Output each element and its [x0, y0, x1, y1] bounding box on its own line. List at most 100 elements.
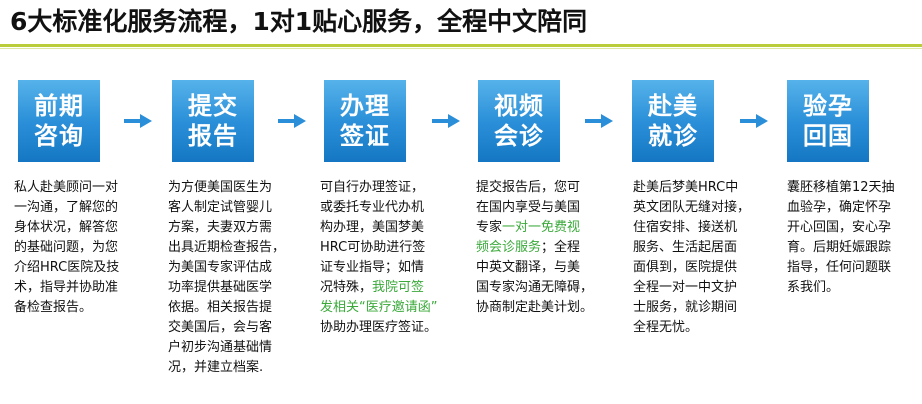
description-line: 一沟通，了解您的 [14, 198, 154, 218]
description-text: 户初步沟通基础情 [168, 340, 273, 355]
description-line: 私人赴美顾问一对 [14, 178, 154, 198]
right-arrow-icon [585, 114, 613, 128]
description-line: 国专家沟通无障碍， [476, 278, 616, 298]
description-text: 证专业指导；如情 [320, 260, 425, 275]
step-6-title-line: 验孕 [803, 92, 853, 120]
description-text: 全程无忧。 [633, 320, 699, 335]
description-text: 育。后期妊娠跟踪 [787, 240, 892, 255]
step-4-description: 提交报告后，您可在国内享受与美国专家一对一免费视频会诊服务；全程中英文翻译，与美… [476, 178, 616, 318]
description-text: 况，并建立档案. [168, 360, 264, 375]
page-title: 6大标准化服务流程，1对1贴心服务，全程中文陪同 [10, 7, 588, 36]
description-line: 介绍HRC医院及技 [14, 258, 154, 278]
description-line: 方案，夫妻双方需 [168, 218, 308, 238]
step-2-title-box: 提交报告 [172, 80, 254, 162]
description-line: 全程无忧。 [633, 318, 773, 338]
description-line: 交美国后，会与客 [168, 318, 308, 338]
description-text: 全程一对一中文护 [633, 280, 738, 295]
description-text: 术，指导并协助准 [14, 280, 119, 295]
description-text: 方案，夫妻双方需 [168, 220, 273, 235]
description-line: 指导，任何问题联 [787, 258, 922, 278]
step-5-title-box: 赴美就诊 [632, 80, 714, 162]
description-line: 英文团队无缝对接， [633, 198, 773, 218]
description-line: 协助办理医疗签证。 [320, 318, 460, 338]
description-line: 况特殊，我院可签 [320, 278, 460, 298]
description-line: 备检查报告。 [14, 298, 154, 318]
description-text: 国专家沟通无障碍， [476, 280, 594, 295]
description-line: 为方便美国医生为 [168, 178, 308, 198]
highlighted-text: 发相关“医疗邀请函” [320, 300, 438, 315]
description-text: 赴美后梦美HRC中 [633, 180, 739, 195]
description-text: 交美国后，会与客 [168, 320, 273, 335]
description-line: 况，并建立档案. [168, 358, 308, 378]
description-line: 协商制定赴美计划。 [476, 298, 616, 318]
description-line: 可自行办理签证， [320, 178, 460, 198]
description-line: 囊胚移植第12天抽 [787, 178, 922, 198]
description-line: 或委托专业代办机 [320, 198, 460, 218]
description-text: 专家 [476, 220, 503, 235]
description-text: 介绍HRC医院及技 [14, 260, 120, 275]
description-line: 客人制定试管婴儿 [168, 198, 308, 218]
description-text: 开心回国，安心孕 [787, 220, 892, 235]
description-line: 频会诊服务；全程 [476, 238, 616, 258]
highlighted-text: 一对一免费视 [502, 220, 581, 235]
description-text: 系我们。 [787, 280, 840, 295]
description-text: 中英文翻译，与美 [476, 260, 581, 275]
right-arrow-icon [740, 114, 768, 128]
description-text: 囊胚移植第12天抽 [787, 180, 895, 195]
description-line: HRC可协助进行签 [320, 238, 460, 258]
description-text: 面俱到，医院提供 [633, 260, 738, 275]
description-text: 出具近期检查报告， [168, 240, 286, 255]
right-arrow-icon [124, 114, 152, 128]
description-text: 协助办理医疗签证。 [320, 320, 438, 335]
description-line: 证专业指导；如情 [320, 258, 460, 278]
description-line: 专家一对一免费视 [476, 218, 616, 238]
step-2-title-line: 报告 [188, 122, 238, 150]
description-text: 为美国专家评估成 [168, 260, 273, 275]
description-text: 士服务，就诊期间 [633, 300, 738, 315]
description-line: 育。后期妊娠跟踪 [787, 238, 922, 258]
step-2-description: 为方便美国医生为客人制定试管婴儿方案，夫妻双方需出具近期检查报告， 为美国专家评估… [168, 178, 308, 378]
description-text: 或委托专业代办机 [320, 200, 425, 215]
description-line: 的基础问题，为您 [14, 238, 154, 258]
step-6-title-line: 回国 [803, 122, 853, 150]
description-line: 身体状况，解答您 [14, 218, 154, 238]
description-text: ；全程 [541, 240, 581, 255]
description-text: 协商制定赴美计划。 [476, 300, 594, 315]
description-text: 为方便美国医生为 [168, 180, 273, 195]
step-4-title-box: 视频会诊 [478, 80, 560, 162]
step-5-title-line: 赴美 [648, 92, 698, 120]
step-3-description: 可自行办理签证， 或委托专业代办机构办理，美国梦美 HRC可协助进行签证专业指导；如… [320, 178, 460, 338]
description-line: 功率提供基础医学 [168, 278, 308, 298]
step-6-title-box: 验孕回国 [787, 80, 869, 162]
description-text: 提交报告后，您可 [476, 180, 581, 195]
description-line: 户初步沟通基础情 [168, 338, 308, 358]
right-arrow-icon [278, 114, 306, 128]
description-line: 构办理，美国梦美 [320, 218, 460, 238]
description-text: 私人赴美顾问一对 [14, 180, 119, 195]
step-5-description: 赴美后梦美HRC中英文团队无缝对接，住宿安排、接送机服务、生活起居面面俱到，医院… [633, 178, 773, 338]
description-text: 功率提供基础医学 [168, 280, 273, 295]
description-line: 全程一对一中文护 [633, 278, 773, 298]
description-text: 备检查报告。 [14, 300, 93, 315]
description-text: 在国内享受与美国 [476, 200, 581, 215]
description-line: 术，指导并协助准 [14, 278, 154, 298]
description-line: 在国内享受与美国 [476, 198, 616, 218]
description-text: 指导，任何问题联 [787, 260, 892, 275]
description-text: 依据。相关报告提 [168, 300, 273, 315]
description-text: 构办理，美国梦美 [320, 220, 425, 235]
highlighted-text: 频会诊服务 [476, 240, 542, 255]
description-line: 出具近期检查报告， [168, 238, 308, 258]
description-text: 血验孕，确定怀孕 [787, 200, 892, 215]
description-line: 面俱到，医院提供 [633, 258, 773, 278]
step-3-title-line: 办理 [340, 92, 390, 120]
description-text: 英文团队无缝对接， [633, 200, 751, 215]
step-1-title-box: 前期咨询 [18, 80, 100, 162]
description-line: 开心回国，安心孕 [787, 218, 922, 238]
step-2-title-line: 提交 [188, 92, 238, 120]
description-line: 住宿安排、接送机 [633, 218, 773, 238]
description-line: 血验孕，确定怀孕 [787, 198, 922, 218]
description-text: 一沟通，了解您的 [14, 200, 119, 215]
step-1-title-line: 前期 [34, 92, 84, 120]
description-line: 赴美后梦美HRC中 [633, 178, 773, 198]
highlighted-text: 我院可签 [372, 280, 425, 295]
